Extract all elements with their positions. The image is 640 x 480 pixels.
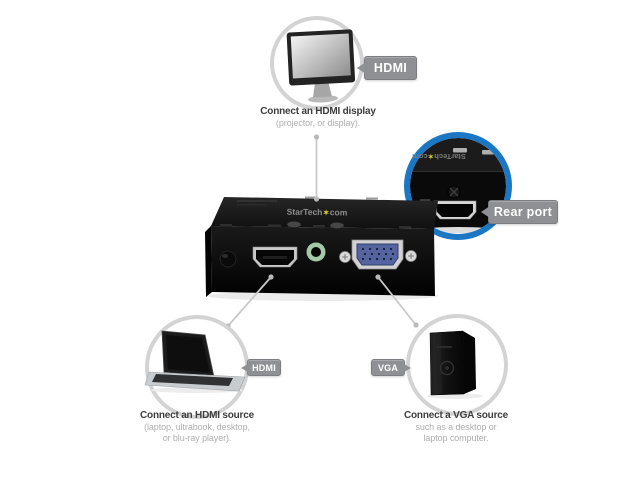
monitor-screen [290, 33, 351, 79]
line-device-to-tower [377, 276, 417, 326]
select-button [329, 222, 345, 230]
caption-title: Connect a VGA source [404, 410, 508, 421]
caption-subtitle: laptop computer. [423, 432, 489, 443]
brand-prefix: StarTech [434, 152, 466, 161]
tower-side [463, 331, 476, 394]
rear-ridge [410, 171, 506, 173]
hdmi-display-callout-circle [270, 16, 364, 110]
star-icon: ✶ [428, 152, 434, 159]
back-edge-mark [305, 196, 315, 199]
port-label-mark [399, 226, 411, 229]
brand-suffix: com [329, 207, 348, 218]
tag-arrow-left-icon [356, 62, 366, 74]
brand-suffix: com [412, 152, 428, 161]
etched-mark [237, 204, 267, 206]
tag-label: HDMI [373, 61, 408, 75]
connector-lines [227, 137, 417, 327]
hdmi-port-icon [252, 246, 298, 268]
star-icon: ✶ [322, 208, 330, 218]
monitor-stand [312, 81, 332, 98]
brand-prefix: StarTech [286, 206, 323, 218]
vga-source-caption: Connect a VGA source such as a desktop o… [346, 410, 566, 443]
power-button-icon [219, 250, 237, 268]
rear-table [410, 233, 506, 234]
rear-hdmi-port [433, 200, 477, 220]
startech-logo-rear: StarTech✶com [410, 152, 468, 161]
tower-gloss [433, 333, 442, 395]
caption-subtitle: or blu-ray player). [162, 432, 232, 443]
laptop-screen-panel [166, 335, 210, 373]
caption-subtitle: such as a desktop or [415, 422, 497, 432]
port-label-mark [313, 225, 325, 228]
hdmi-source-tag: HDMI [241, 359, 281, 376]
vga-source-callout-circle [406, 314, 508, 416]
port-label-mark [268, 224, 281, 227]
tag-arrow-right-icon [403, 363, 411, 372]
laptop-icon [144, 330, 246, 393]
device-top-face [211, 197, 438, 229]
tag-label: HDMI [252, 362, 276, 373]
rear-port-tag: Rear port [480, 200, 558, 224]
line-device-to-laptop [227, 276, 272, 327]
display-caption: Connect an HDMI display (projector, or d… [208, 106, 428, 129]
back-edge-mark [420, 199, 430, 201]
hdmi-display-tag: HDMI [356, 56, 417, 80]
device-left-face [205, 226, 212, 297]
audio-jack-icon [306, 242, 326, 262]
tower-button [445, 366, 449, 370]
desktop-tower-icon [427, 330, 483, 399]
rear-label-mark [453, 148, 467, 153]
vga-pins [361, 247, 395, 261]
blue-ring [404, 132, 512, 240]
hdmi-source-caption: Connect an HDMI source (laptop, ultraboo… [87, 410, 307, 443]
vga-source-tag: VGA [371, 359, 411, 376]
etched-mark [237, 200, 277, 202]
select-button [286, 221, 302, 229]
tag-arrow-left-icon [241, 363, 249, 372]
caption-subtitle: (laptop, ultrabook, desktop, [144, 422, 250, 432]
tag-arrow-left-icon [480, 206, 490, 218]
caption-title: Connect an HDMI source [140, 410, 254, 421]
rear-screw [447, 185, 461, 199]
back-edge-mark [366, 197, 378, 200]
tag-label: Rear port [493, 205, 553, 219]
monitor-icon [286, 29, 356, 103]
laptop-keyboard [152, 374, 233, 386]
tag-label: VGA [377, 362, 399, 373]
caption-title: Connect an HDMI display [260, 106, 376, 117]
startech-logo: StarTech✶com [281, 206, 353, 218]
caption-subtitle: (projector, or display). [275, 118, 361, 128]
tower-drive-slot [436, 346, 452, 348]
tower-ring-detail [439, 360, 455, 376]
port-label-mark [220, 224, 232, 227]
hdmi-source-callout-circle [144, 315, 249, 419]
vga-port-icon [339, 239, 417, 270]
